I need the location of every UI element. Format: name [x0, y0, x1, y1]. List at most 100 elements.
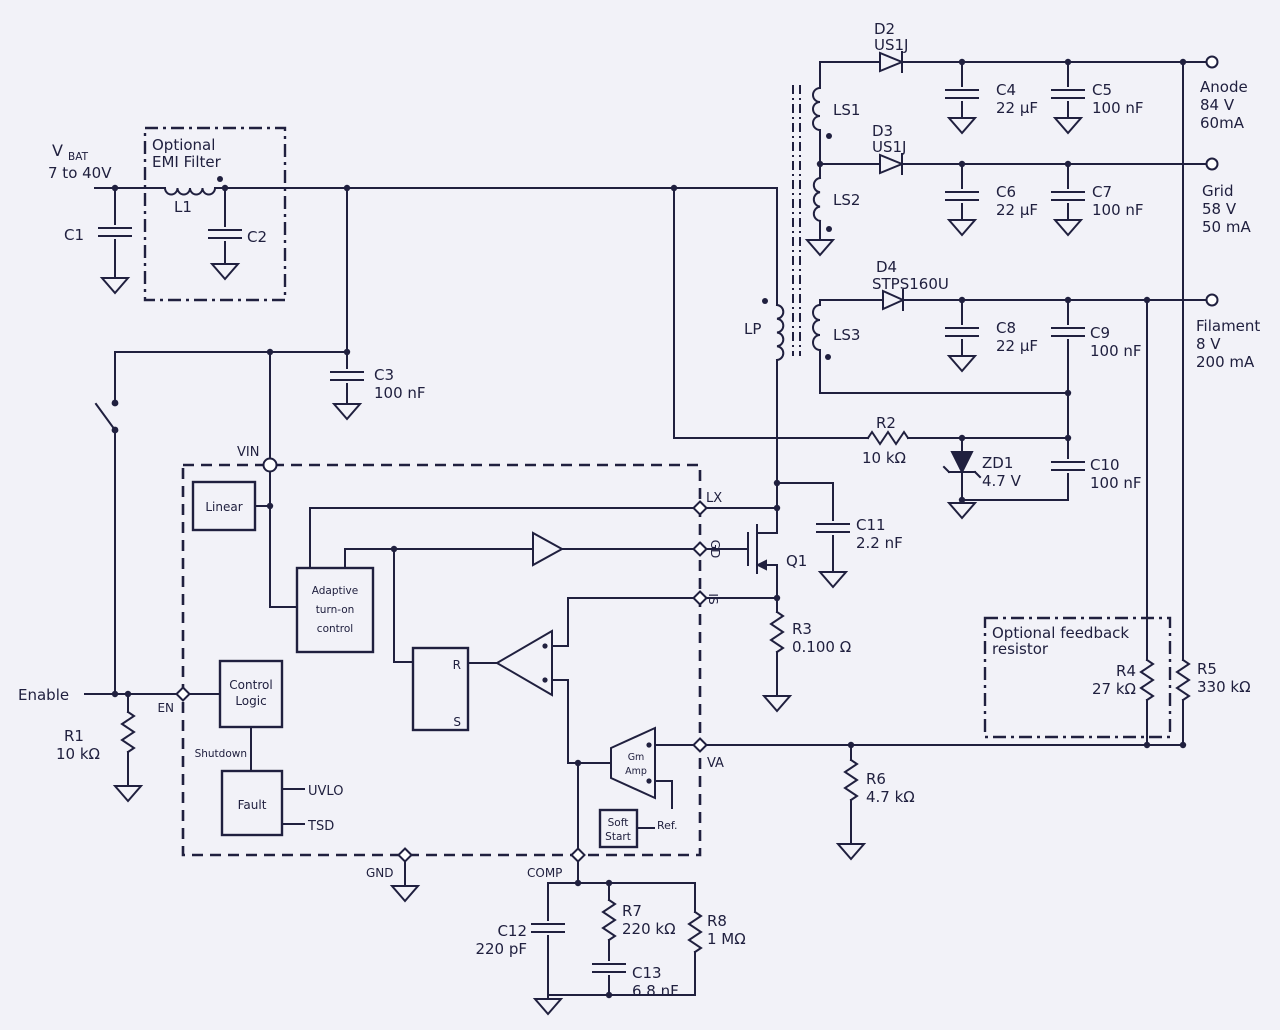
soft-start-block	[598, 808, 639, 849]
anode-current: 60mA	[1200, 114, 1245, 132]
en-pin	[175, 686, 191, 702]
c3-val: 100 nF	[374, 384, 426, 402]
grid-current: 50 mA	[1202, 218, 1251, 236]
comp-pin-label: COMP	[527, 866, 562, 880]
r8-val: 1 MΩ	[707, 930, 746, 948]
l1-label: L1	[174, 198, 192, 216]
c13-ref: C13	[632, 964, 662, 982]
r6-val: 4.7 kΩ	[866, 788, 915, 806]
grid-terminal	[1205, 157, 1219, 171]
r4-val: 27 kΩ	[1092, 680, 1136, 698]
junction-dots	[111, 58, 1187, 999]
control-logic-label-2: Logic	[235, 694, 266, 708]
c11-ref: C11	[856, 516, 886, 534]
shutdown-label: Shutdown	[195, 748, 247, 760]
r1-val: 10 kΩ	[56, 745, 100, 763]
gd-pin	[692, 541, 708, 557]
r5-val: 330 kΩ	[1197, 678, 1251, 696]
emi-filter-box	[143, 126, 287, 302]
c9-ref: C9	[1090, 324, 1110, 342]
grid-name: Grid	[1202, 182, 1233, 200]
c10-val: 100 nF	[1090, 474, 1142, 492]
adaptive-label-3: control	[317, 623, 353, 635]
en-pin-label: EN	[157, 701, 174, 715]
feedback-box-title-2: resistor	[992, 640, 1049, 658]
control-logic-label-1: Control	[229, 678, 272, 692]
feedback-box-title-1: Optional feedback	[992, 624, 1129, 642]
soft-start-label-2: Start	[605, 831, 631, 843]
q1-ref: Q1	[786, 552, 807, 570]
c9-val: 100 nF	[1090, 342, 1142, 360]
uvlo-label: UVLO	[308, 784, 343, 799]
ls3-label: LS3	[833, 326, 860, 344]
fault-block	[220, 769, 284, 837]
c2-label: C2	[247, 228, 267, 246]
tsd-label: TSD	[307, 819, 334, 834]
anode-voltage: 84 V	[1200, 96, 1235, 114]
r5-ref: R5	[1197, 660, 1217, 678]
adaptive-label-2: turn-on	[316, 604, 355, 616]
filament-terminal	[1205, 293, 1219, 307]
ic-boundary	[181, 463, 702, 857]
emi-title-2: EMI Filter	[152, 153, 222, 171]
c4-ref: C4	[996, 81, 1016, 99]
emi-title-1: Optional	[152, 136, 215, 154]
filament-voltage: 8 V	[1196, 335, 1221, 353]
c12-val: 220 pF	[475, 940, 527, 958]
control-logic-block	[218, 659, 284, 729]
ic-blocks	[191, 480, 639, 849]
d4-ref: D4	[876, 258, 897, 276]
c6-ref: C6	[996, 183, 1016, 201]
r6-ref: R6	[866, 770, 886, 788]
filament-current: 200 mA	[1196, 353, 1255, 371]
filament-name: Filament	[1196, 317, 1260, 335]
ls2-label: LS2	[833, 191, 860, 209]
d4-val: STPS160U	[872, 275, 949, 293]
lx-pin	[692, 500, 708, 516]
anode-terminal	[1205, 55, 1219, 69]
feedback-resistor-box	[983, 616, 1172, 739]
output-terminals	[1205, 55, 1219, 307]
lx-pin-label: LX	[706, 491, 722, 506]
d2-val: US1J	[874, 36, 908, 54]
lp-label: LP	[744, 320, 761, 338]
r2-ref: R2	[876, 414, 896, 432]
c7-val: 100 nF	[1092, 201, 1144, 219]
c10-ref: C10	[1090, 456, 1120, 474]
c12-ref: C12	[497, 922, 527, 940]
va-pin-label: VA	[707, 756, 724, 771]
c13-val: 6.8 nF	[632, 982, 679, 1000]
anode-name: Anode	[1200, 78, 1248, 96]
r2-val: 10 kΩ	[862, 449, 906, 467]
fault-block-label: Fault	[238, 798, 267, 812]
gnd-pin	[397, 847, 413, 863]
ground-symbols	[101, 117, 1082, 1015]
r3-val: 0.100 Ω	[792, 638, 851, 656]
c11-val: 2.2 nF	[856, 534, 903, 552]
d3-val: US1J	[872, 138, 906, 156]
d2-ref: D2	[874, 20, 895, 38]
comp-pin	[570, 847, 586, 863]
latch-s-label: S	[453, 715, 461, 729]
is-pin	[692, 590, 708, 606]
d3-ref: D3	[872, 122, 893, 140]
r7-ref: R7	[622, 902, 642, 920]
is-pin-label: IS	[706, 593, 720, 604]
va-pin	[692, 737, 708, 753]
c4-val: 22 µF	[996, 99, 1038, 117]
c5-ref: C5	[1092, 81, 1112, 99]
c8-ref: C8	[996, 319, 1016, 337]
transformer-core	[792, 85, 801, 356]
r4-ref: R4	[1116, 662, 1136, 680]
c8-val: 22 µF	[996, 337, 1038, 355]
ls1-label: LS1	[833, 101, 860, 119]
latch-r-label: R	[453, 658, 461, 672]
soft-start-label-1: Soft	[608, 817, 629, 829]
r8-ref: R8	[707, 912, 727, 930]
linear-block	[191, 480, 257, 532]
wires	[84, 51, 1207, 1000]
gnd-pin-label: GND	[366, 866, 394, 880]
gd-pin-label: GD	[708, 540, 722, 559]
zd1-ref: ZD1	[982, 454, 1013, 472]
c3-ref: C3	[374, 366, 394, 384]
